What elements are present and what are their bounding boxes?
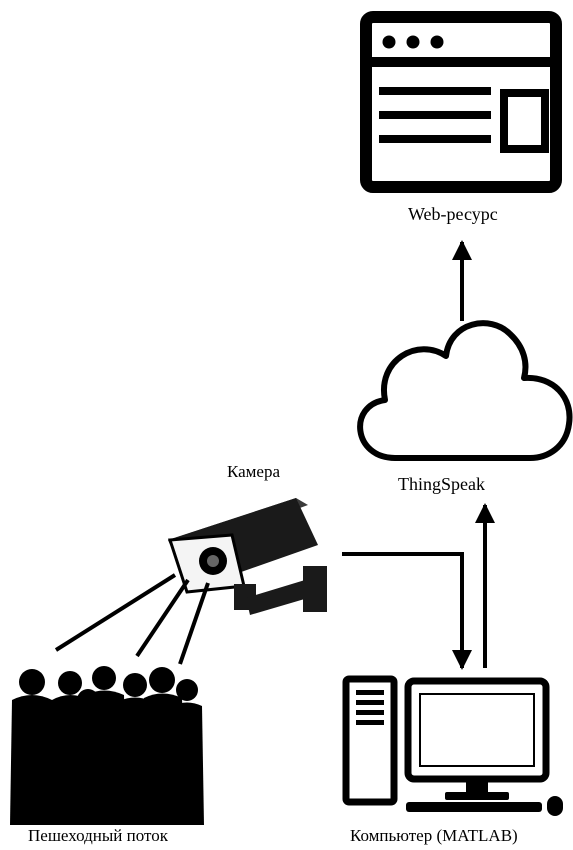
computer-label: Компьютер (MATLAB) [350,826,518,845]
security-camera-icon [167,498,327,615]
web-resource-label: Web-ресурс [408,204,498,224]
cloud-icon [357,320,573,461]
browser-window-icon [360,11,562,193]
arrow-camera-to-computer [342,552,472,670]
cloud-label: ThingSpeak [398,474,485,494]
camera-label: Камера [227,462,281,481]
camera-view-lines [54,573,210,665]
crowd-label: Пешеходный поток [28,826,168,845]
people-crowd-icon [10,666,204,825]
desktop-computer-icon [342,675,563,816]
